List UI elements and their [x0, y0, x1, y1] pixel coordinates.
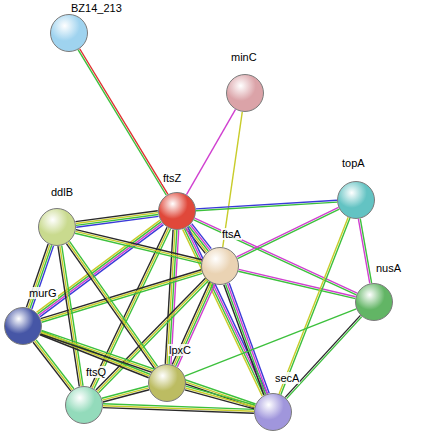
interaction-edge [237, 207, 340, 258]
protein-node: lpxC [148, 364, 186, 402]
protein-ball [50, 14, 88, 52]
protein-label: murG [28, 287, 58, 299]
interaction-edge [75, 230, 202, 264]
evidence-line [36, 340, 74, 389]
protein-ball [254, 393, 292, 431]
evidence-line [188, 227, 268, 394]
protein-ball [65, 386, 103, 424]
protein-label: ftsQ [85, 366, 107, 378]
evidence-line [239, 269, 356, 296]
interaction-edge [238, 269, 355, 298]
interaction-edge [66, 241, 157, 368]
interaction-edge [58, 246, 83, 387]
protein-node: ftsA [201, 247, 239, 285]
evidence-line [185, 309, 357, 376]
interaction-edge [33, 340, 74, 391]
evidence-line [196, 200, 337, 209]
interaction-edge [186, 109, 235, 194]
protein-label: ddlB [50, 186, 74, 198]
evidence-line [229, 283, 269, 393]
interaction-edge [75, 211, 158, 228]
evidence-line [58, 246, 79, 386]
protein-ball [38, 208, 76, 246]
evidence-line [32, 246, 54, 309]
interaction-edge [102, 386, 149, 402]
evidence-line [360, 219, 371, 284]
protein-node: secA [254, 393, 292, 431]
protein-node: ddlB [38, 208, 76, 246]
protein-node: nusA [355, 283, 393, 321]
evidence-line [103, 408, 254, 414]
evidence-line [226, 284, 266, 394]
protein-node: ftsZ [158, 192, 196, 230]
evidence-line [102, 388, 148, 400]
protein-ball [158, 192, 196, 230]
evidence-line [237, 207, 339, 256]
evidence-line [287, 317, 362, 399]
protein-label: minC [230, 51, 258, 63]
protein-node: murG [4, 307, 42, 345]
protein-node: ftsQ [65, 386, 103, 424]
protein-ball [4, 307, 42, 345]
evidence-line [183, 229, 263, 396]
interaction-edge [26, 244, 53, 309]
interaction-edge [196, 200, 337, 211]
protein-node: BZ14_213 [50, 14, 88, 52]
interaction-edge [285, 315, 362, 398]
evidence-line [185, 388, 254, 407]
protein-label: BZ14_213 [70, 2, 123, 14]
protein-label: lpxC [168, 344, 192, 356]
evidence-line [238, 271, 355, 298]
protein-label: nusA [375, 262, 402, 274]
interaction-edge [185, 309, 357, 376]
evidence-line [224, 285, 264, 395]
evidence-line [358, 219, 369, 284]
evidence-line [60, 246, 81, 386]
evidence-line [185, 390, 254, 409]
interaction-edge [183, 227, 268, 396]
protein-ball [355, 283, 393, 321]
protein-node: topA [337, 181, 375, 219]
evidence-line [186, 386, 255, 405]
protein-label: ftsZ [162, 172, 182, 184]
protein-ball [201, 247, 239, 285]
protein-ball [337, 181, 375, 219]
protein-ball [148, 364, 186, 402]
protein-ball [226, 74, 264, 112]
interaction-edge [358, 219, 371, 284]
evidence-line [33, 342, 71, 391]
evidence-line [227, 284, 267, 394]
evidence-line [196, 202, 337, 211]
interaction-edge [224, 283, 269, 395]
evidence-line [285, 315, 360, 397]
evidence-line [75, 211, 157, 222]
evidence-line [76, 213, 158, 224]
protein-label: topA [341, 157, 366, 169]
evidence-line [75, 231, 201, 261]
evidence-line [78, 50, 166, 196]
evidence-line [76, 230, 202, 260]
interaction-edge [78, 49, 168, 195]
evidence-line [62, 246, 83, 386]
evidence-line [238, 209, 340, 258]
protein-label: secA [274, 372, 300, 384]
evidence-line [186, 109, 235, 194]
protein-node: minC [226, 74, 264, 112]
evidence-line [35, 341, 73, 390]
evidence-line [92, 228, 169, 388]
evidence-line [223, 112, 243, 247]
interaction-edge [185, 386, 255, 409]
interaction-edge [103, 404, 254, 413]
protein-label: ftsA [221, 228, 242, 240]
evidence-line [80, 49, 168, 195]
evidence-line [103, 390, 149, 402]
interaction-edge [223, 112, 243, 247]
evidence-line [75, 233, 201, 263]
evidence-line [279, 217, 348, 394]
